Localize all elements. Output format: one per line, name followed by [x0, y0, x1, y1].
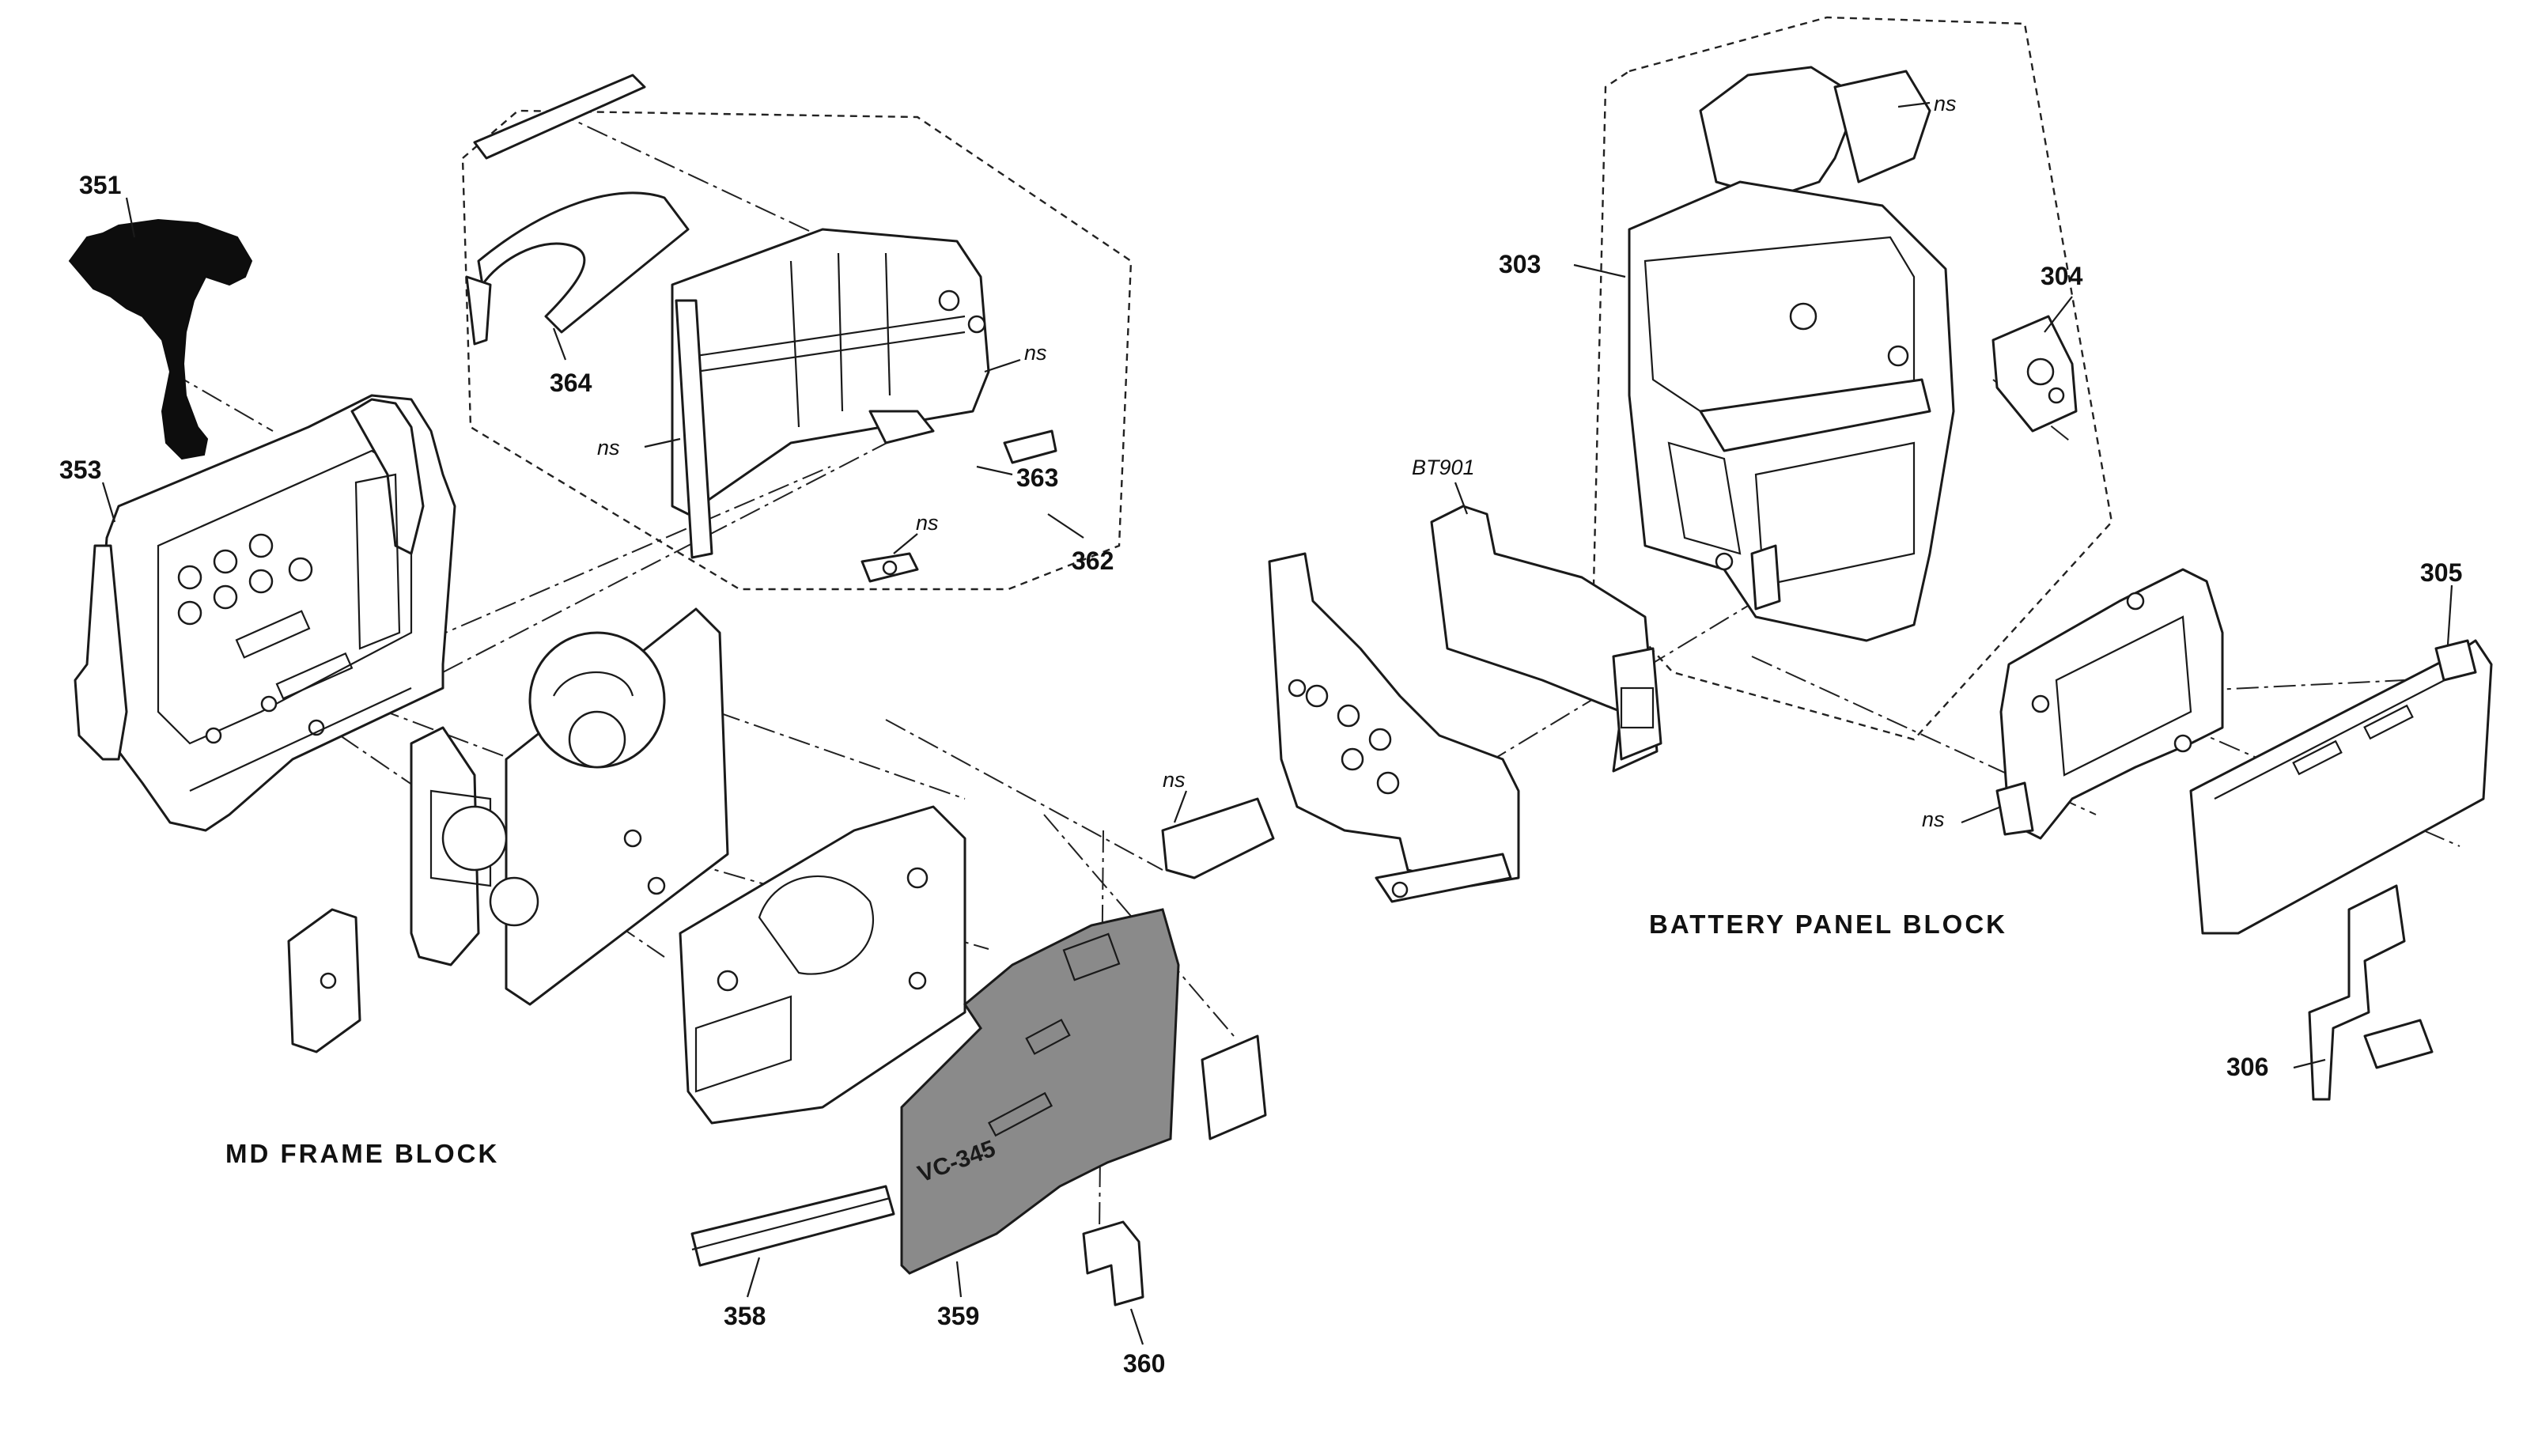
label-359: 359: [937, 1302, 979, 1330]
label-305: 305: [2420, 558, 2462, 587]
part-305-panel: [2189, 639, 2493, 935]
part-ns-card-top: [1161, 797, 1275, 879]
label-351: 351: [79, 171, 121, 199]
label-ns-303: ns: [1934, 92, 1957, 115]
part-304-switch: [1991, 315, 2078, 433]
label-363: 363: [1016, 463, 1058, 492]
label-ns-card: ns: [1163, 768, 1186, 792]
part-left-flex: [287, 908, 361, 1053]
part-358-ribbon: [690, 1185, 895, 1267]
label-bt901: BT901: [1412, 456, 1475, 479]
part-md-mechanism: [410, 607, 729, 1006]
label-ns-362-right: ns: [1024, 341, 1047, 365]
label-364: 364: [550, 369, 592, 397]
label-ns-362-bottom: ns: [916, 511, 939, 535]
label-362: 362: [1072, 546, 1114, 575]
group-outline-303: [1592, 16, 2113, 741]
part-359-board: VC-345: [900, 908, 1180, 1275]
label-353: 353: [59, 456, 101, 484]
part-303-battery-frame: [1628, 66, 1955, 642]
battery-panel-block-title: BATTERY PANEL BLOCK: [1649, 910, 2007, 939]
label-304: 304: [2041, 262, 2083, 290]
part-353-md-frame: [74, 394, 456, 832]
part-364-flex: [465, 74, 690, 346]
leader-lines: [101, 101, 2453, 1345]
label-ns-364: ns: [597, 436, 620, 459]
part-362-top-assembly: [671, 228, 1057, 583]
label-360: 360: [1123, 1349, 1165, 1378]
part-360-bracket: [1082, 1220, 1144, 1307]
group-outline-362: [461, 109, 1133, 591]
label-ns-panel: ns: [1922, 807, 1945, 831]
part-battery-bracket: [1268, 552, 1520, 903]
part-306-flex: [2308, 884, 2434, 1101]
part-md-chassis: [679, 805, 966, 1125]
part-panel-frame: [1995, 568, 2224, 840]
part-351-cover: [68, 218, 253, 460]
label-306: 306: [2226, 1053, 2268, 1081]
part-bt901-cover: [1430, 505, 1662, 773]
label-358: 358: [724, 1302, 766, 1330]
md-frame-block-title: MD FRAME BLOCK: [225, 1139, 499, 1168]
label-303: 303: [1499, 250, 1541, 278]
part-insulator-sheet: [1201, 1034, 1267, 1140]
